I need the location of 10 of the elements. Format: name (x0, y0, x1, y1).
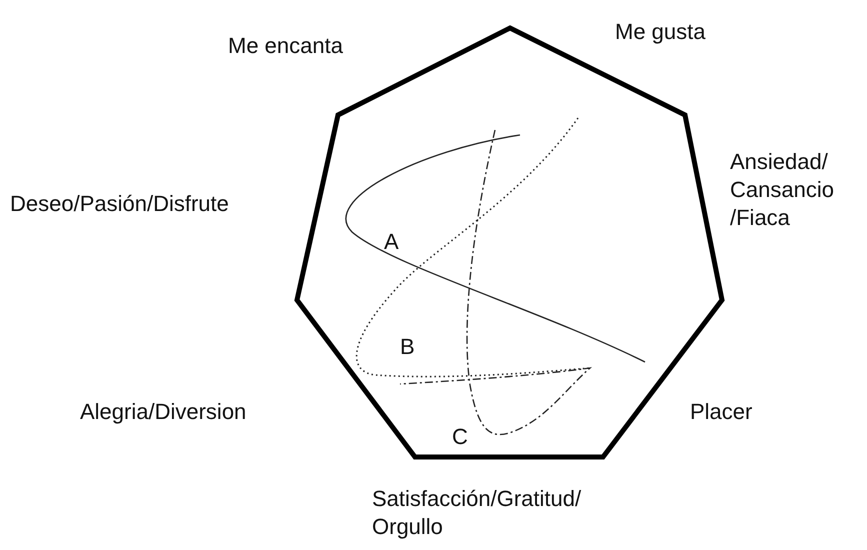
vertex-label: Satisfacción/Gratitud/ Orgullo (372, 485, 582, 541)
vertex-label: Alegria/Diversion (80, 398, 246, 426)
curve-label: A (384, 228, 399, 256)
vertex-label: Placer (690, 398, 752, 426)
curve-label: B (400, 333, 415, 361)
vertex-label: Deseo/Pasión/Disfrute (10, 190, 229, 218)
vertex-label: Me gusta (615, 18, 706, 46)
vertex-label: Ansiedad/ Cansancio /Fiaca (730, 148, 835, 232)
curve-label: C (452, 423, 468, 451)
vertex-label: Me encanta (228, 32, 343, 60)
